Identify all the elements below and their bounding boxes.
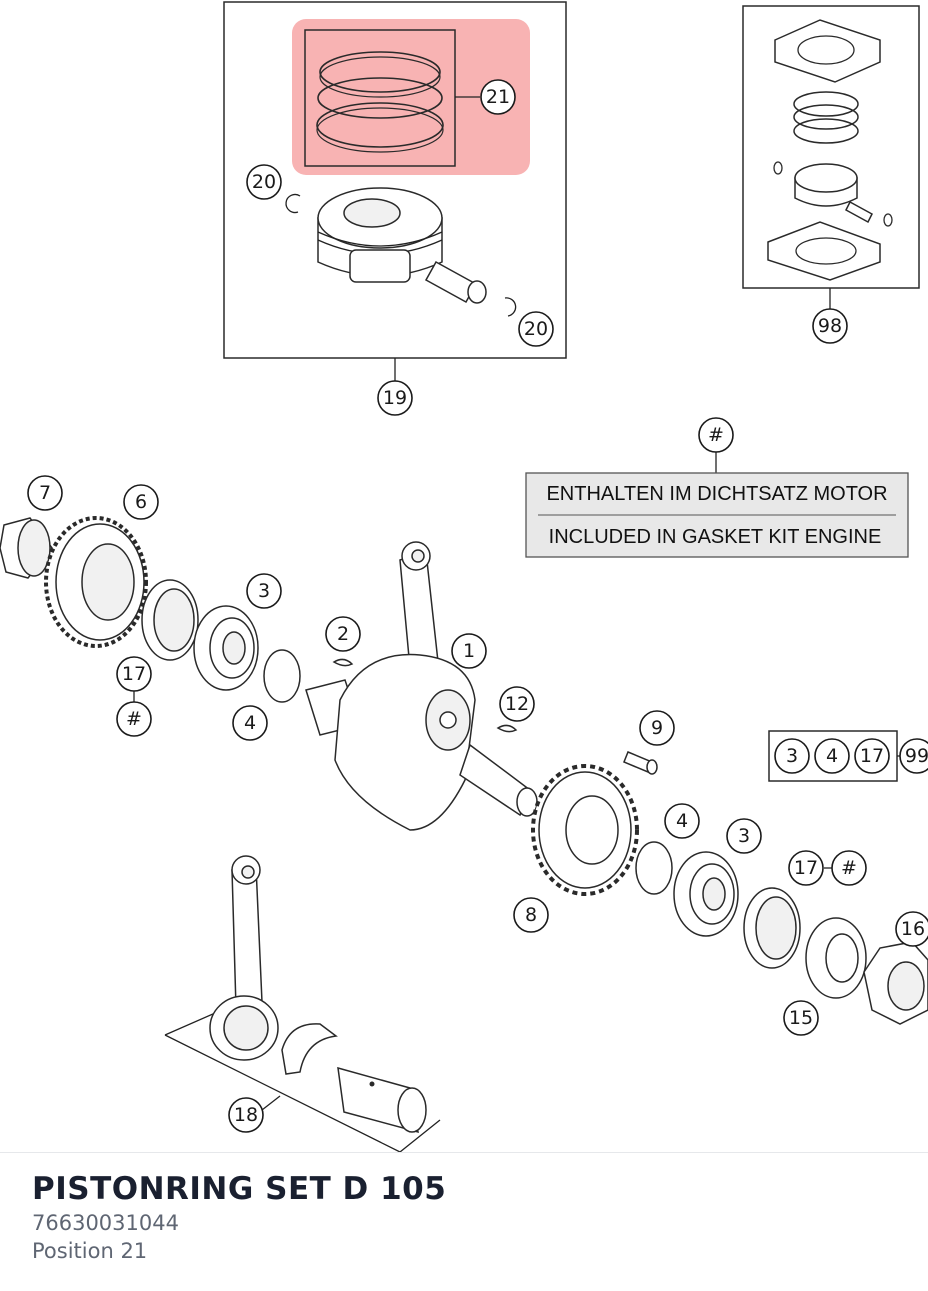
- shaft-seal-17b[interactable]: [743, 887, 801, 969]
- note-line-german: ENTHALTEN IM DICHTSATZ MOTOR: [546, 483, 887, 505]
- svg-text:16: 16: [901, 918, 925, 940]
- seal-ring-7[interactable]: [0, 517, 53, 579]
- gasket-kit-note: ENTHALTEN IM DICHTSATZ MOTOR INCLUDED IN…: [525, 472, 909, 558]
- label-18[interactable]: 18: [228, 1097, 264, 1133]
- label-kit-3[interactable]: 3: [774, 738, 810, 774]
- label-4-left[interactable]: 4: [232, 705, 268, 741]
- svg-text:#: #: [841, 857, 857, 879]
- label-hash-note[interactable]: #: [698, 417, 734, 453]
- part-info-panel: PISTONRING SET D 105 76630031044 Positio…: [0, 1152, 928, 1291]
- ball-bearing-3b[interactable]: [673, 851, 739, 937]
- shim-4b[interactable]: [635, 841, 673, 895]
- piston-rings[interactable]: [316, 51, 444, 153]
- svg-text:7: 7: [39, 482, 51, 504]
- svg-text:17: 17: [122, 663, 146, 685]
- primary-gear-6[interactable]: [44, 516, 148, 648]
- label-kit-17[interactable]: 17: [854, 738, 890, 774]
- label-3-right[interactable]: 3: [726, 818, 762, 854]
- label-21[interactable]: 21: [480, 79, 516, 115]
- label-20-upper[interactable]: 20: [246, 164, 282, 200]
- shim-4a[interactable]: [263, 649, 301, 703]
- note-line-english: INCLUDED IN GASKET KIT ENGINE: [549, 526, 882, 548]
- label-20-lower[interactable]: 20: [518, 311, 554, 347]
- woodruff-key-12[interactable]: [496, 724, 518, 733]
- svg-text:4: 4: [676, 810, 688, 832]
- highlight-pistonring-set[interactable]: [292, 19, 530, 175]
- svg-text:#: #: [708, 424, 724, 446]
- label-1[interactable]: 1: [451, 633, 487, 669]
- svg-text:21: 21: [486, 86, 510, 108]
- svg-text:#: #: [126, 708, 142, 730]
- part-position: Position 21: [32, 1239, 148, 1263]
- crankshaft-1[interactable]: [305, 541, 538, 831]
- label-17-right[interactable]: 17: [788, 850, 824, 886]
- label-15[interactable]: 15: [783, 1000, 819, 1036]
- label-16[interactable]: 16: [895, 911, 928, 947]
- piston-pin[interactable]: [424, 260, 487, 304]
- svg-text:4: 4: [826, 745, 838, 767]
- gasket-kit-frame: [742, 5, 920, 289]
- label-6[interactable]: 6: [123, 484, 159, 520]
- circlip-lower[interactable]: [504, 297, 517, 317]
- shaft-seal-17a[interactable]: [141, 579, 199, 661]
- piston[interactable]: [317, 187, 443, 283]
- spring-washer-15[interactable]: [805, 917, 867, 999]
- svg-text:20: 20: [524, 318, 548, 340]
- needle-sleeve-9[interactable]: [623, 751, 658, 775]
- svg-text:6: 6: [135, 491, 147, 513]
- svg-text:3: 3: [738, 825, 750, 847]
- svg-text:17: 17: [794, 857, 818, 879]
- svg-text:17: 17: [860, 745, 884, 767]
- label-17-left[interactable]: 17: [116, 656, 152, 692]
- label-3-left[interactable]: 3: [246, 573, 282, 609]
- label-9[interactable]: 9: [639, 710, 675, 746]
- svg-text:20: 20: [252, 171, 276, 193]
- label-hash-right[interactable]: #: [831, 850, 867, 886]
- gasket-kit-parts[interactable]: [767, 19, 893, 281]
- label-kit-4[interactable]: 4: [814, 738, 850, 774]
- timing-gear-8[interactable]: [531, 764, 639, 896]
- svg-text:8: 8: [525, 904, 537, 926]
- svg-text:9: 9: [651, 717, 663, 739]
- label-7[interactable]: 7: [27, 475, 63, 511]
- hex-nut-16[interactable]: [863, 941, 928, 1025]
- pistonring-set-frame: [304, 29, 456, 167]
- svg-text:15: 15: [789, 1007, 813, 1029]
- svg-text:18: 18: [234, 1104, 258, 1126]
- svg-text:2: 2: [337, 623, 349, 645]
- svg-text:1: 1: [463, 640, 475, 662]
- label-19[interactable]: 19: [377, 380, 413, 416]
- label-12[interactable]: 12: [499, 686, 535, 722]
- woodruff-key-2[interactable]: [332, 658, 354, 667]
- label-4-right[interactable]: 4: [664, 803, 700, 839]
- svg-text:4: 4: [244, 712, 256, 734]
- label-hash-left[interactable]: #: [116, 701, 152, 737]
- label-98[interactable]: 98: [812, 308, 848, 344]
- svg-text:3: 3: [786, 745, 798, 767]
- label-8[interactable]: 8: [513, 897, 549, 933]
- connecting-rod-set-18[interactable]: [164, 855, 441, 1152]
- svg-text:3: 3: [258, 580, 270, 602]
- label-99[interactable]: 99: [899, 738, 928, 774]
- ball-bearing-3a[interactable]: [193, 605, 259, 691]
- part-name: PISTONRING SET D 105: [32, 1171, 447, 1207]
- svg-text:98: 98: [818, 315, 842, 337]
- exploded-parts-diagram: ENTHALTEN IM DICHTSATZ MOTOR INCLUDED IN…: [0, 1, 928, 1152]
- circlip-upper[interactable]: [285, 193, 301, 214]
- svg-text:12: 12: [505, 693, 529, 715]
- svg-text:99: 99: [905, 745, 928, 767]
- label-2[interactable]: 2: [325, 616, 361, 652]
- part-number: 76630031044: [32, 1211, 179, 1235]
- svg-text:19: 19: [383, 387, 407, 409]
